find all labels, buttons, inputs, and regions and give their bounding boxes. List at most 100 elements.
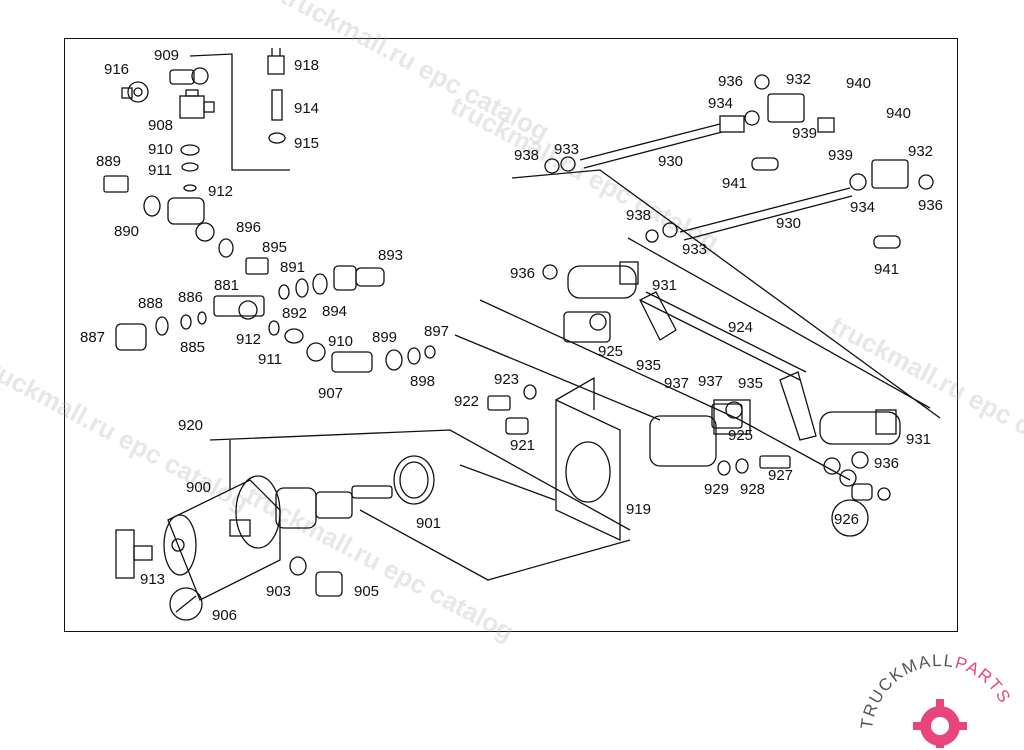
callout-937: 937 — [698, 373, 723, 390]
callout-901: 901 — [416, 515, 441, 532]
callout-933: 933 — [682, 241, 707, 258]
callout-925: 925 — [598, 343, 623, 360]
callout-900: 900 — [186, 479, 211, 496]
callout-888: 888 — [138, 295, 163, 312]
leader-line — [627, 237, 931, 409]
callout-940: 940 — [886, 105, 911, 122]
callout-941: 941 — [722, 175, 747, 192]
callout-933: 933 — [554, 141, 579, 158]
callout-894: 894 — [322, 303, 347, 320]
callout-935: 935 — [636, 357, 661, 374]
seal-ring — [393, 455, 435, 505]
callout-938: 938 — [626, 207, 651, 224]
callout-913: 913 — [140, 571, 165, 588]
linkage-rods — [542, 74, 934, 537]
callout-934: 934 — [708, 95, 733, 112]
callout-887: 887 — [80, 329, 105, 346]
callout-910: 910 — [328, 333, 353, 350]
callout-932: 932 — [786, 71, 811, 88]
callout-890: 890 — [114, 223, 139, 240]
leader-line — [209, 429, 631, 531]
callout-920: 920 — [178, 417, 203, 434]
callout-911: 911 — [258, 351, 282, 368]
callout-939: 939 — [792, 125, 817, 142]
diagram-frame — [64, 38, 958, 632]
callout-907: 907 — [318, 385, 343, 402]
callout-932: 932 — [908, 143, 933, 160]
mounting-plate — [555, 376, 621, 542]
washers — [180, 144, 200, 192]
banjo-fitting — [121, 67, 209, 103]
callout-930: 930 — [776, 215, 801, 232]
callout-931: 931 — [652, 277, 677, 294]
callout-895: 895 — [262, 239, 287, 256]
t-fitting — [179, 89, 215, 119]
callout-916: 916 — [104, 61, 129, 78]
callout-915: 915 — [294, 135, 319, 152]
callout-896: 896 — [236, 219, 261, 236]
callout-919: 919 — [626, 501, 651, 518]
callout-935: 935 — [738, 375, 763, 392]
callout-886: 886 — [178, 289, 203, 306]
callout-929: 929 — [704, 481, 729, 498]
callout-924: 924 — [728, 319, 753, 336]
callout-903: 903 — [266, 583, 291, 600]
connector-body — [103, 175, 269, 275]
callout-936: 936 — [718, 73, 743, 90]
callout-897: 897 — [424, 323, 449, 340]
callout-914: 914 — [294, 100, 319, 117]
callout-922: 922 — [454, 393, 479, 410]
callout-909: 909 — [154, 47, 179, 64]
callout-937: 937 — [664, 375, 689, 392]
callout-898: 898 — [410, 373, 435, 390]
callout-906: 906 — [212, 607, 237, 624]
callout-905: 905 — [354, 583, 379, 600]
truckmall-parts-logo: TRUCKMALLPARTS — [860, 651, 1015, 748]
callout-934: 934 — [850, 199, 875, 216]
callout-899: 899 — [372, 329, 397, 346]
leader-line — [359, 509, 631, 581]
callout-893: 893 — [378, 247, 403, 264]
bolt-washer-set — [487, 384, 791, 476]
callout-891: 891 — [280, 259, 305, 276]
callout-918: 918 — [294, 57, 319, 74]
callout-892: 892 — [282, 305, 307, 322]
pipe-fittings-row — [115, 265, 436, 373]
leader-line — [189, 53, 290, 171]
tee-piece — [115, 529, 153, 579]
callout-889: 889 — [96, 153, 121, 170]
wrench-symbol-icon — [169, 587, 203, 621]
callout-910: 910 — [148, 141, 173, 158]
leader-line — [459, 464, 556, 501]
leader-line — [454, 334, 661, 421]
leader-line — [479, 299, 851, 481]
callout-885: 885 — [180, 339, 205, 356]
callout-936: 936 — [510, 265, 535, 282]
callout-925: 925 — [728, 427, 753, 444]
brake-cylinder — [163, 475, 393, 601]
callout-939: 939 — [828, 147, 853, 164]
callout-926: 926 — [834, 511, 859, 528]
callout-936: 936 — [918, 197, 943, 214]
callout-881: 881 — [214, 277, 239, 294]
gear-icon — [913, 699, 967, 748]
callout-928: 928 — [740, 481, 765, 498]
logo-text-accent: PARTS — [953, 653, 1015, 707]
callout-912: 912 — [208, 183, 233, 200]
callout-938: 938 — [514, 147, 539, 164]
switch-sensor — [267, 48, 286, 144]
callout-931: 931 — [906, 431, 931, 448]
callout-923: 923 — [494, 371, 519, 388]
callout-911: 911 — [148, 162, 172, 179]
callout-936: 936 — [874, 455, 899, 472]
callout-940: 940 — [846, 75, 871, 92]
callout-921: 921 — [510, 437, 535, 454]
leader-line — [511, 169, 941, 419]
callout-930: 930 — [658, 153, 683, 170]
callout-908: 908 — [148, 117, 173, 134]
plug-sensor — [289, 556, 343, 597]
callout-927: 927 — [768, 467, 793, 484]
callout-912: 912 — [236, 331, 261, 348]
callout-941: 941 — [874, 261, 899, 278]
